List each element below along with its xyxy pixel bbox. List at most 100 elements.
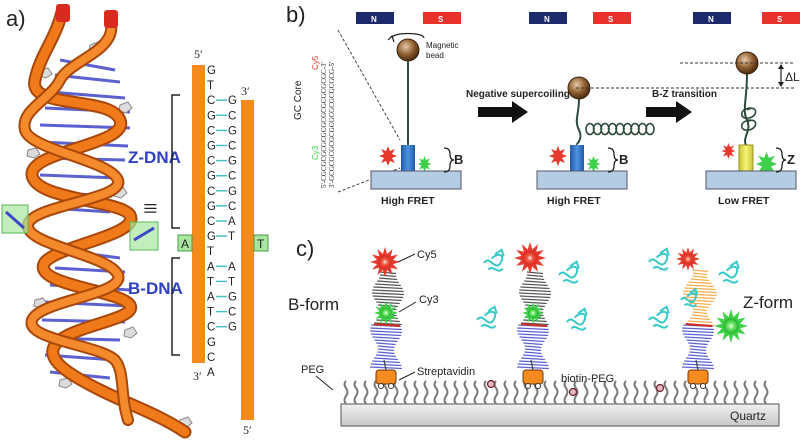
streptavidin xyxy=(687,369,709,385)
coil-loop xyxy=(645,122,655,136)
right-base: C xyxy=(228,307,236,319)
peg-chain xyxy=(643,380,649,405)
helix-rung xyxy=(524,351,542,355)
helix-rung xyxy=(377,348,395,352)
peg-chain xyxy=(503,380,509,405)
state-3-form: Z xyxy=(787,152,795,167)
fret-state-2: High FRET xyxy=(547,195,601,207)
flip-box-right xyxy=(253,234,269,252)
helix-rung xyxy=(374,322,402,326)
helix-rung xyxy=(690,278,710,282)
zalpha-protein xyxy=(648,305,670,329)
zalpha-protein xyxy=(566,307,588,331)
peg-label: PEG xyxy=(301,364,324,376)
helix-rung xyxy=(377,345,395,349)
peg-chain xyxy=(483,380,489,405)
cy5-fluorophore-core xyxy=(682,253,694,265)
left-base: C xyxy=(207,352,215,364)
seq-bottom-strand: 3'-GCGCGCGCGCGCGCGCGCGCGCG-5' xyxy=(328,62,336,188)
helix-rung xyxy=(687,320,713,324)
helix-rung xyxy=(521,298,549,302)
helix-rung xyxy=(686,339,710,343)
linker-red xyxy=(520,323,548,327)
strand-end-cap xyxy=(104,10,118,28)
panel-a-label: a) xyxy=(6,6,26,31)
helix-rung xyxy=(374,339,398,343)
linker xyxy=(530,359,534,371)
peg-chain xyxy=(583,380,589,405)
cy3-seq-label: Cy3 xyxy=(311,145,320,160)
flipped-base-right-box xyxy=(129,221,159,251)
helix-rung xyxy=(375,283,401,287)
helix-rung xyxy=(519,336,547,340)
helix-rung xyxy=(692,311,708,315)
dna-tether xyxy=(575,98,582,146)
right-base: C xyxy=(228,201,236,213)
right-base: C xyxy=(228,141,236,153)
peg-chain xyxy=(603,380,609,405)
helix-rung xyxy=(692,308,708,312)
helix-rung xyxy=(519,289,551,293)
dna-helix xyxy=(369,324,403,370)
helix-rung xyxy=(375,354,397,358)
helix-rung xyxy=(692,275,708,279)
helix-rung xyxy=(519,292,551,296)
left-base: T xyxy=(207,80,214,92)
helix-rung xyxy=(374,298,402,302)
state-1-b-form: Magnetic bead B High FRET xyxy=(370,32,463,207)
cy5-fluorophore-core xyxy=(378,255,392,269)
peg-chain xyxy=(443,380,449,405)
cy5-star xyxy=(549,146,567,166)
seq-top-strand: 5'-CGCGCGCGCGCGCGCGCGCGCGC-3' xyxy=(320,62,328,188)
peg-chain xyxy=(453,380,459,405)
zalpha-protein xyxy=(680,287,699,308)
peg-chain xyxy=(723,380,729,405)
magnet-s-label: S xyxy=(608,15,614,24)
helix-rung xyxy=(370,327,402,331)
peg-chain xyxy=(423,380,429,405)
linker xyxy=(695,359,699,371)
left-strand-5prime: 5′ xyxy=(194,47,203,61)
right-strand-3prime: 3′ xyxy=(241,84,250,98)
peg-chain xyxy=(403,380,409,405)
right-base: C xyxy=(228,171,236,183)
helix-rung xyxy=(522,354,544,358)
right-base: G xyxy=(228,156,237,168)
peg-chain xyxy=(713,380,719,405)
magnetic-bead xyxy=(396,38,420,62)
fret-state-1: High FRET xyxy=(381,195,435,207)
fret-state-3: Low FRET xyxy=(718,195,770,207)
peg-chain xyxy=(363,380,369,405)
helix-rung xyxy=(689,348,707,352)
peg-chain xyxy=(393,380,399,405)
peg-chain xyxy=(573,380,579,405)
streptavidin xyxy=(522,369,544,385)
helix-rung xyxy=(689,317,711,321)
helix-rung xyxy=(689,351,707,355)
helix-rung xyxy=(519,295,551,299)
strand-end-cap xyxy=(56,4,70,22)
peg-chain xyxy=(743,380,749,405)
left-base: T xyxy=(207,307,214,319)
helix-rung xyxy=(682,327,714,331)
dna-helix xyxy=(681,324,715,370)
left-base: C xyxy=(207,156,215,168)
magnet-s-label: S xyxy=(438,15,444,24)
helix-rung xyxy=(376,342,396,346)
plectoneme-coils xyxy=(585,122,655,136)
peg-chain xyxy=(763,380,769,405)
arrow-1 xyxy=(478,101,528,123)
cy5-star xyxy=(379,146,397,166)
peg-chain xyxy=(343,380,349,405)
cy3-star xyxy=(756,152,777,176)
helix-rung xyxy=(379,274,397,278)
zdna-bracket xyxy=(171,94,180,229)
magnet-pair-1: N S xyxy=(356,12,461,24)
peg-chain xyxy=(553,380,559,405)
base-pair-lines xyxy=(216,99,227,328)
magnet-pair-2: N S xyxy=(529,12,631,24)
helix-rung xyxy=(519,360,547,364)
surface-slab xyxy=(705,170,797,190)
peg-chain xyxy=(753,380,759,405)
